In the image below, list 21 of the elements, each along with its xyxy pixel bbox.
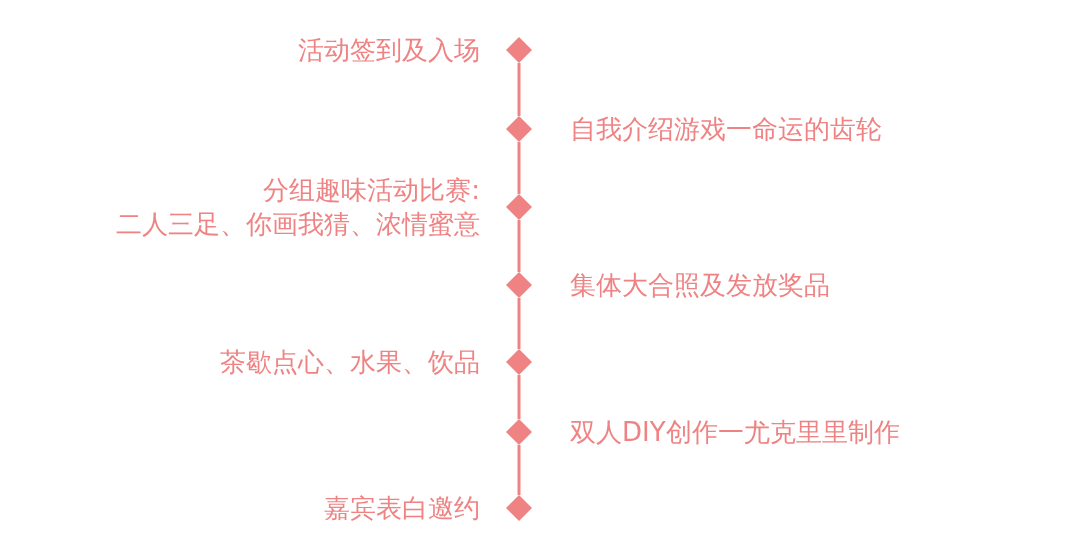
timeline-label: 茶歇点心、水果、饮品: [220, 346, 480, 379]
timeline-line: [517, 375, 521, 419]
timeline-label: 集体大合照及发放奖品: [570, 269, 830, 302]
timeline-label: 自我介绍游戏一命运的齿轮: [570, 113, 882, 146]
timeline-label: 分组趣味活动比赛:: [263, 174, 480, 207]
timeline-diamond: [506, 272, 532, 298]
timeline-diamond: [506, 419, 532, 445]
timeline-diamond: [506, 349, 532, 375]
timeline-line: [517, 298, 521, 349]
timeline-label: 二人三足、你画我猜、浓情蜜意: [116, 208, 480, 241]
timeline-diamond: [506, 194, 532, 220]
timeline-diamond: [506, 116, 532, 142]
timeline-diamond: [506, 495, 532, 521]
timeline-diamond: [506, 37, 532, 63]
timeline-line: [517, 220, 521, 272]
timeline-label: 双人DIY创作一尤克里里制作: [570, 416, 900, 449]
timeline-line: [517, 142, 521, 194]
timeline-label: 活动签到及入场: [298, 34, 480, 67]
timeline-line: [517, 63, 521, 116]
timeline-line: [517, 445, 521, 495]
timeline-label: 嘉宾表白邀约: [324, 492, 480, 525]
